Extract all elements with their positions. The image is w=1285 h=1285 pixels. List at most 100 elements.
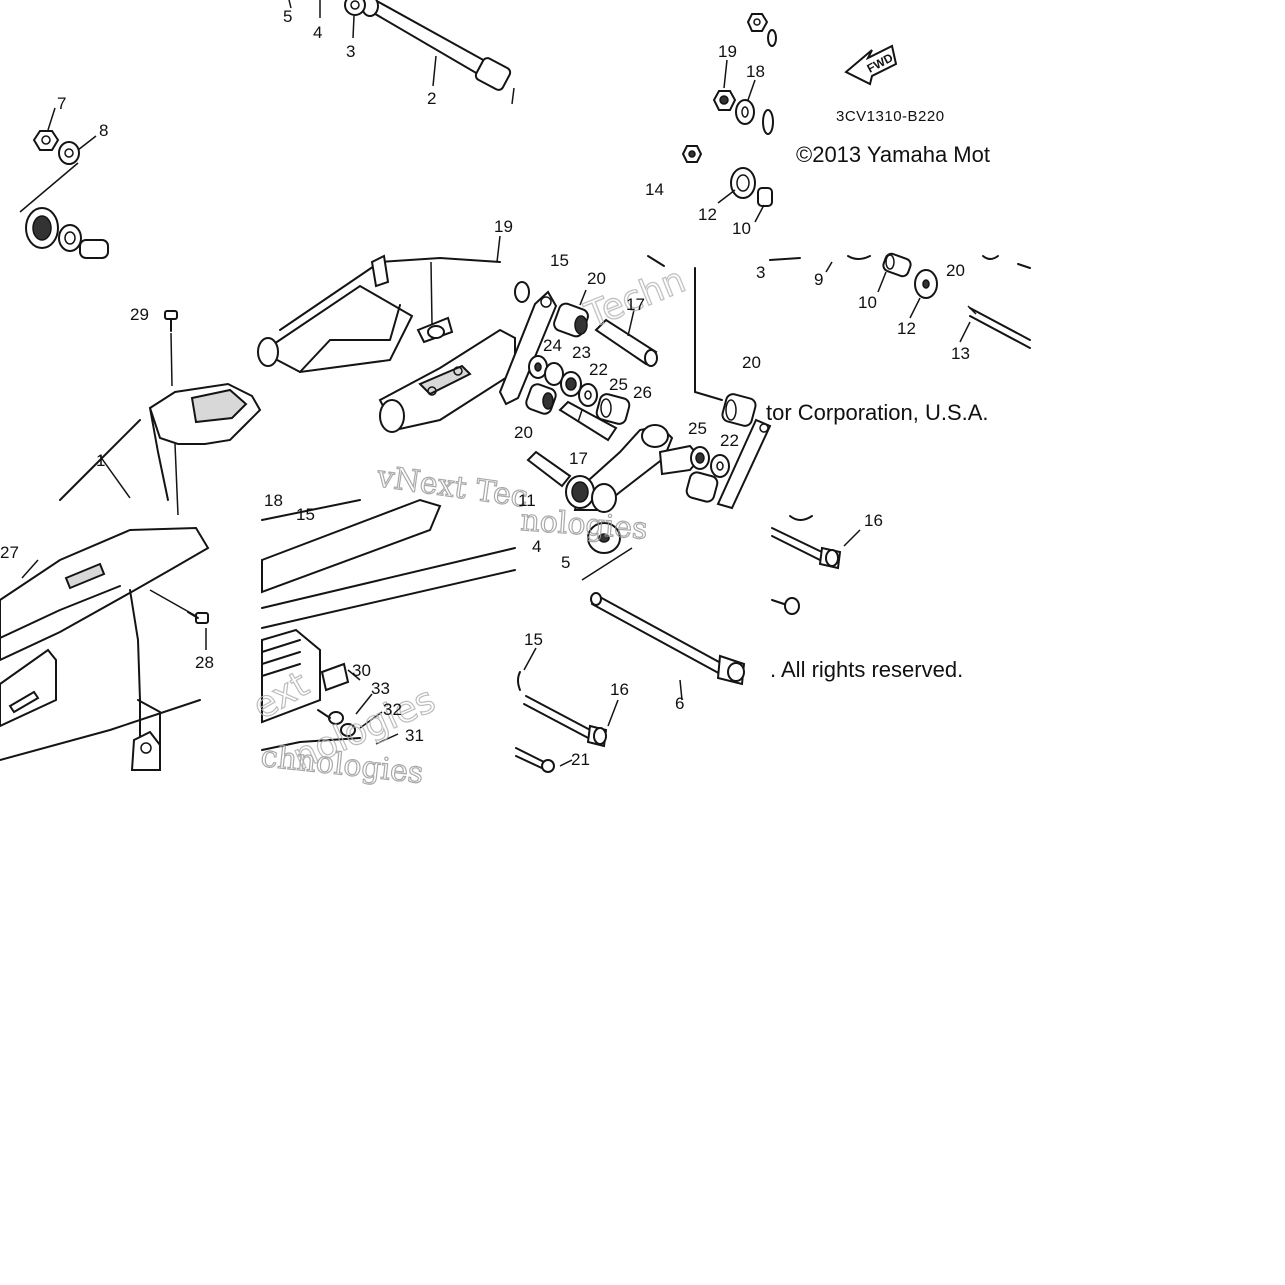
callout-10a: 10 bbox=[732, 219, 751, 238]
callout-27: 27 bbox=[0, 543, 19, 562]
callout-7: 7 bbox=[57, 94, 66, 113]
panel-right-lower: . All rights reserved. bbox=[770, 515, 963, 682]
callout-12b: 12 bbox=[897, 319, 916, 338]
callout-22b: 22 bbox=[720, 431, 739, 450]
callout-17b: 17 bbox=[569, 449, 588, 468]
collar-3 bbox=[344, 0, 366, 16]
callout-16a: 16 bbox=[864, 511, 883, 530]
callout-12a: 12 bbox=[698, 205, 717, 224]
copyright-line-2: tor Corporation, U.S.A. bbox=[766, 400, 989, 425]
bearing-assembly bbox=[25, 207, 109, 259]
callout-22a: 22 bbox=[589, 360, 608, 379]
callout-4b: 4 bbox=[532, 537, 541, 556]
callout-3: 3 bbox=[346, 42, 355, 61]
panel-top-left bbox=[19, 107, 109, 259]
washer-18 bbox=[735, 99, 755, 125]
bolt-16b bbox=[523, 695, 608, 748]
copyright-line-1: ©2013 Yamaha Mot bbox=[796, 142, 990, 167]
panel-chain-guard-lower bbox=[0, 526, 210, 771]
nut-19 bbox=[712, 90, 737, 111]
panel-upper-hardware bbox=[681, 13, 777, 223]
callout-18b: 18 bbox=[264, 491, 283, 510]
callout-6: 6 bbox=[675, 694, 684, 713]
pivot-shaft-2 bbox=[361, 0, 512, 91]
pin-17b bbox=[558, 400, 618, 442]
bush-10 bbox=[757, 187, 773, 207]
callout-15a: 15 bbox=[550, 251, 569, 270]
callout-14: 14 bbox=[645, 180, 664, 199]
bolt-29 bbox=[164, 310, 178, 332]
bush-lower bbox=[685, 471, 719, 503]
callout-30: 30 bbox=[352, 661, 371, 680]
callout-19b: 19 bbox=[494, 217, 513, 236]
panel-chain-guard-upper bbox=[59, 310, 262, 516]
callout-17a: 17 bbox=[626, 295, 645, 314]
callout-18a: 18 bbox=[746, 62, 765, 81]
washer-8 bbox=[58, 141, 80, 165]
seal-12 bbox=[730, 167, 756, 199]
callout-20b: 20 bbox=[514, 423, 533, 442]
callout-15c: 15 bbox=[524, 630, 543, 649]
callout-9: 9 bbox=[814, 270, 823, 289]
watermark-6: chnologies bbox=[259, 739, 425, 791]
callout-3b: 3 bbox=[756, 263, 765, 282]
callout-24: 24 bbox=[543, 336, 562, 355]
bolt-13 bbox=[967, 305, 1031, 349]
callout-5: 5 bbox=[283, 7, 292, 26]
callout-28: 28 bbox=[195, 653, 214, 672]
washer-32 bbox=[340, 723, 356, 737]
callout-4: 4 bbox=[313, 23, 322, 42]
bolt-stub bbox=[771, 597, 800, 615]
panel-top-center bbox=[288, 0, 515, 105]
callout-16b: 16 bbox=[610, 680, 629, 699]
pin-17a bbox=[594, 318, 658, 367]
callout-33: 33 bbox=[371, 679, 390, 698]
callout-layer: 5 4 3 2 7 8 19 18 14 12 10 29 19 15 20 1… bbox=[0, 7, 970, 769]
seal-stack bbox=[528, 355, 598, 407]
callout-8: 8 bbox=[99, 121, 108, 140]
bolt-33 bbox=[317, 709, 344, 725]
panel-lower-bolts bbox=[515, 547, 746, 773]
nut-14 bbox=[681, 145, 703, 163]
callout-5b: 5 bbox=[561, 553, 570, 572]
callout-23: 23 bbox=[572, 343, 591, 362]
callout-11: 11 bbox=[518, 491, 536, 510]
bush-20c bbox=[721, 393, 757, 427]
callout-13: 13 bbox=[951, 344, 970, 363]
bush-20a bbox=[553, 302, 589, 338]
callout-26: 26 bbox=[633, 383, 652, 402]
callout-2: 2 bbox=[427, 89, 436, 108]
bolt-6 bbox=[590, 592, 746, 686]
callout-25b: 25 bbox=[688, 419, 707, 438]
panel-swingarm-lower bbox=[261, 522, 621, 751]
plate-30 bbox=[320, 662, 350, 692]
bolt-16a bbox=[771, 527, 842, 570]
bolt-21 bbox=[515, 747, 555, 773]
callout-19a: 19 bbox=[718, 42, 737, 61]
callout-21: 21 bbox=[571, 750, 590, 769]
panel-linkage bbox=[498, 255, 772, 513]
bush-10b bbox=[882, 252, 912, 278]
panel-swingarm bbox=[257, 235, 516, 629]
washer-top bbox=[514, 281, 530, 303]
part-code: 3CV1310-B220 bbox=[836, 108, 945, 125]
pin-11 bbox=[526, 450, 572, 488]
callout-1: 1 bbox=[96, 451, 105, 470]
copyright-line-3: . All rights reserved. bbox=[770, 657, 963, 682]
panel-right-hardware: tor Corporation, U.S.A. bbox=[766, 252, 1031, 425]
washer-5b bbox=[587, 522, 621, 554]
callout-10b: 10 bbox=[858, 293, 877, 312]
callout-31: 31 bbox=[405, 726, 424, 745]
nut-7 bbox=[32, 130, 60, 151]
callout-20c: 20 bbox=[742, 353, 761, 372]
callout-20a: 20 bbox=[587, 269, 606, 288]
watermark-2: vNext Tec bbox=[374, 459, 530, 515]
nut-top bbox=[746, 13, 769, 32]
callout-20d: 20 bbox=[946, 261, 965, 280]
fwd-marker: FWD bbox=[844, 44, 898, 86]
callout-25a: 25 bbox=[609, 375, 628, 394]
seal-12b bbox=[914, 269, 938, 299]
callout-15b: 15 bbox=[296, 505, 315, 524]
